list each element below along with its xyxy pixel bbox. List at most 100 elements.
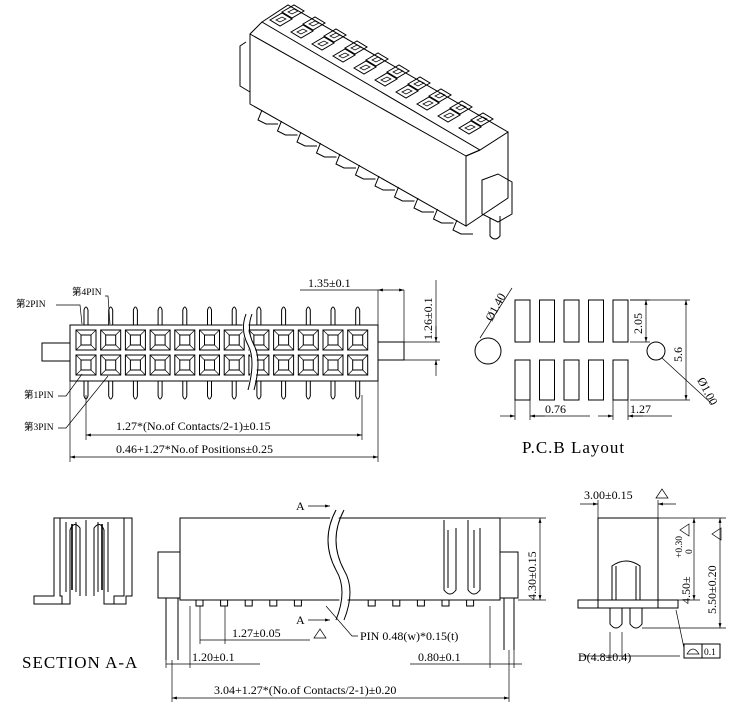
iso-cavity: [437, 108, 461, 123]
iso-cavity: [311, 36, 335, 51]
iso-cavity-inner: [413, 80, 425, 87]
pcb-layout: Ø1.40 Ø1.00 2.05 5.6 0.76 1.27 P.C.B Lay…: [474, 287, 721, 457]
iso-cavity: [428, 88, 452, 103]
cavity-inner: [105, 334, 117, 346]
end-body-height: 4.50±: [679, 576, 693, 604]
flatness: 0.1: [704, 648, 716, 658]
cavity-chamfer: [174, 329, 196, 351]
iso-cavity-inner: [350, 44, 362, 51]
side-pin: [269, 599, 278, 607]
iso-cavity-inner: [422, 100, 434, 107]
cavity-chamfer: [199, 329, 220, 351]
pin-bottom: [182, 381, 188, 400]
pin-top: [256, 306, 262, 325]
cavity-inner: [327, 334, 339, 346]
iso-cavity-inner: [371, 56, 383, 63]
cavity-chamfer: [322, 329, 344, 351]
cavity-inner: [228, 359, 240, 371]
side-overall: 3.04+1.27*(No.of Contacts/2-1)±0.20: [214, 683, 396, 697]
iso-cavity: [302, 16, 326, 31]
iso-cavity: [290, 24, 314, 39]
left-offset: 1.20±0.1: [192, 650, 235, 664]
iso-cavity: [332, 48, 356, 63]
iso-cavity: [407, 76, 431, 91]
pin-top: [182, 306, 188, 325]
side-view: A A 4.30±0.15 1.27±0.05 PIN 0.48(w)*0.15…: [157, 499, 546, 702]
pin-top: [305, 306, 311, 325]
cavity-chamfer: [199, 354, 220, 376]
iso-cavity-inner: [329, 32, 341, 39]
iso-cavity-inner: [380, 76, 392, 83]
cavity-inner: [228, 334, 240, 346]
iso-cavity-inner: [443, 112, 455, 119]
pin-top: [330, 306, 336, 325]
pin-top: [207, 306, 212, 325]
pcb-pad-bottom: [514, 359, 531, 401]
pin-bottom: [231, 381, 237, 400]
side-pins: [195, 599, 475, 607]
pcb-pad-bottom: [563, 359, 580, 401]
cavity-chamfer: [100, 354, 121, 376]
pin-bottom: [132, 381, 138, 400]
iso-pins: [257, 109, 473, 235]
cavity-inner: [327, 359, 339, 371]
side-pin: [195, 599, 204, 607]
cavity-inner: [80, 359, 92, 371]
pin-spec: PIN 0.48(w)*0.15(t): [360, 629, 458, 643]
cavity-inner: [352, 359, 364, 371]
iso-cavity: [395, 84, 419, 99]
iso-cavity-inner: [392, 68, 404, 75]
side-pin: [466, 599, 475, 607]
iso-cavity: [386, 64, 410, 79]
top-view: 第2PIN 第4PIN 第1PIN 第3PIN 1.35±0.1 1.26±0.…: [16, 276, 440, 462]
cavity-chamfer: [174, 354, 196, 376]
iso-cavity: [269, 12, 293, 27]
cut-a-top: A: [296, 499, 305, 513]
cavity-chamfer: [223, 354, 245, 376]
cavity-inner: [179, 334, 191, 346]
iso-cavity: [281, 4, 305, 19]
pin-bottom: [108, 381, 114, 400]
dim-width: 1.35±0.1: [308, 276, 351, 290]
iso-cavity-inner: [308, 20, 320, 27]
side-pitch: 1.27±0.05: [232, 626, 281, 640]
cut-a-bottom: A: [296, 613, 305, 627]
pcb-pad-bottom: [588, 359, 604, 401]
side-pin: [416, 599, 425, 607]
iso-pin: [393, 186, 415, 202]
iso-cavity-inner: [275, 16, 287, 23]
iso-cavity-inner: [464, 124, 476, 131]
iso-pin: [315, 142, 337, 158]
iso-pin: [432, 208, 454, 224]
dim-height: 1.26±0.1: [421, 297, 435, 340]
pin-bottom: [256, 381, 262, 400]
side-pin: [392, 599, 401, 607]
cavity-chamfer: [100, 329, 121, 351]
top-view-cavities: [75, 329, 369, 376]
side-pin: [220, 599, 229, 607]
cavity-inner: [204, 359, 215, 371]
side-pin: [293, 599, 302, 607]
iso-cavity-inner: [287, 8, 299, 15]
side-pin: [441, 599, 450, 607]
pcb-pad-top: [514, 299, 531, 343]
iso-cavity: [323, 28, 347, 43]
pcb-pad-top: [612, 299, 629, 343]
cavity-chamfer: [298, 329, 319, 351]
cavity-chamfer: [223, 329, 245, 351]
pin-top: [132, 306, 138, 325]
pin-top: [83, 306, 89, 325]
cavity-chamfer: [347, 329, 368, 351]
cavity-inner: [105, 359, 117, 371]
pcb-pad-top: [539, 299, 555, 343]
cavity-chamfer: [75, 354, 97, 376]
pcb-pad-top: [588, 299, 604, 343]
pin-bottom: [305, 381, 311, 400]
cavity-chamfer: [347, 354, 368, 376]
iso-cavity: [353, 60, 377, 75]
iso-cavities: [269, 4, 494, 135]
pin-label-3: 第3PIN: [24, 421, 54, 433]
end-total-height: 5.50±0.20: [705, 565, 719, 614]
pin-bottom: [157, 381, 163, 400]
